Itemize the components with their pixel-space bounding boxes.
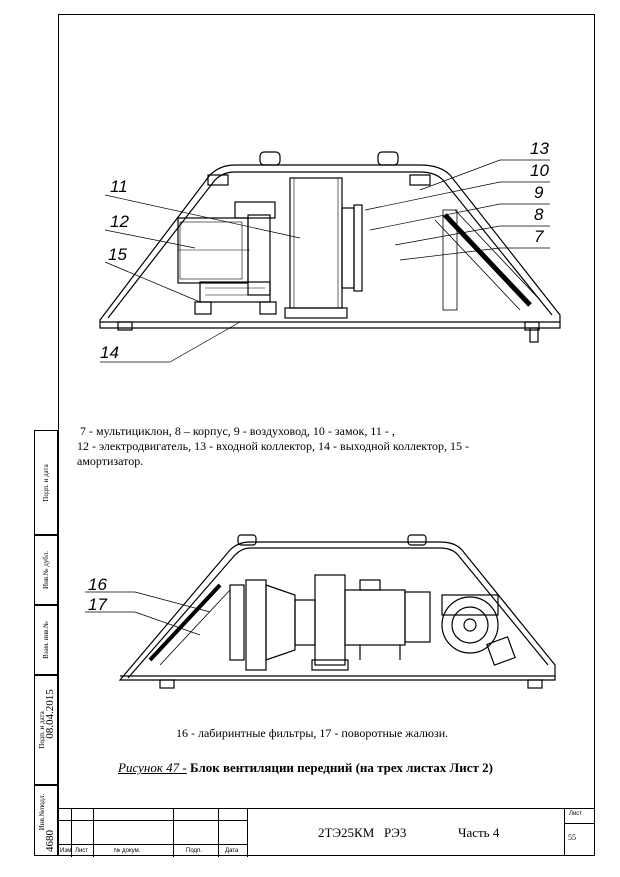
sheet-label: Лист (569, 811, 583, 817)
stamp-vzam-inv: Взам. инв.№ (34, 605, 58, 675)
figure-title: Рисунок 47 - Блок вентиляции передний (н… (118, 760, 493, 775)
figure-title-prefix: Рисунок 47 - (118, 760, 187, 775)
stamp-inv-podl: Инв.№подл. 4680 (34, 785, 58, 856)
ventilation-unit-top-view: 13 10 9 8 7 11 12 15 14 (99, 139, 561, 363)
stamp-date-value: 08.04.2015 (43, 689, 56, 739)
label-14: 14 (100, 343, 119, 362)
label-17: 17 (88, 595, 107, 614)
stamp-podp-data-1: Подп. и дата (34, 430, 58, 535)
caption-line-3: амортизатор. (77, 454, 144, 468)
drawing-frame (58, 14, 595, 856)
label-15: 15 (108, 245, 127, 264)
revision-grid: Изм Лист № докум. Подп. Дата (58, 808, 248, 857)
label-9: 9 (534, 183, 544, 202)
stamp-inv-dubl: Инв.№ дубл. (34, 535, 58, 605)
caption-bottom: 16 - лабиринтные фильтры, 17 - поворотны… (176, 726, 449, 740)
label-10: 10 (530, 161, 549, 180)
figure-title-text: Блок вентиляции передний (на трех листах… (190, 760, 493, 775)
sheet-cell: Лист 55 (564, 808, 595, 856)
stamp-inv-value: 4680 (43, 830, 56, 853)
col-data: Дата (225, 848, 239, 854)
part: Часть 4 (458, 825, 500, 840)
caption-top: 7 - мультициклон, 8 – корпус, 9 - воздух… (77, 424, 580, 469)
stamp-label: Инв.№подл. (37, 794, 46, 831)
stamp-label: Инв.№ дубл. (42, 551, 50, 589)
designation: 2ТЭ25КМ РЭ3 (318, 825, 407, 840)
ventilation-unit-bottom-view: 16 17 (85, 534, 556, 689)
caption-line-2: 12 - электродвигатель, 13 - входной колл… (77, 439, 470, 453)
col-ndokum: № докум. (114, 848, 141, 854)
label-8: 8 (534, 205, 544, 224)
col-podp: Подп. (186, 848, 202, 854)
stamp-label: Взам. инв.№ (42, 621, 50, 659)
designation-cell: 2ТЭ25КМ РЭ3 Часть 4 (248, 808, 564, 857)
label-12: 12 (110, 212, 129, 231)
stamp-label: Подп. и дата (42, 463, 50, 502)
label-11: 11 (110, 177, 128, 196)
label-13: 13 (530, 139, 549, 158)
col-list: Лист (75, 848, 89, 854)
col-izm: Изм (60, 848, 72, 854)
label-7: 7 (534, 227, 544, 246)
label-16: 16 (88, 575, 107, 594)
caption-line-1: 7 - мультициклон, 8 – корпус, 9 - воздух… (80, 424, 395, 438)
stamp-podp-data-2: Подп. и дата 08.04.2015 (34, 675, 58, 785)
title-block: Изм Лист № докум. Подп. Дата 2ТЭ25КМ РЭ3… (58, 808, 595, 857)
sheet-number: 55 (568, 833, 576, 842)
